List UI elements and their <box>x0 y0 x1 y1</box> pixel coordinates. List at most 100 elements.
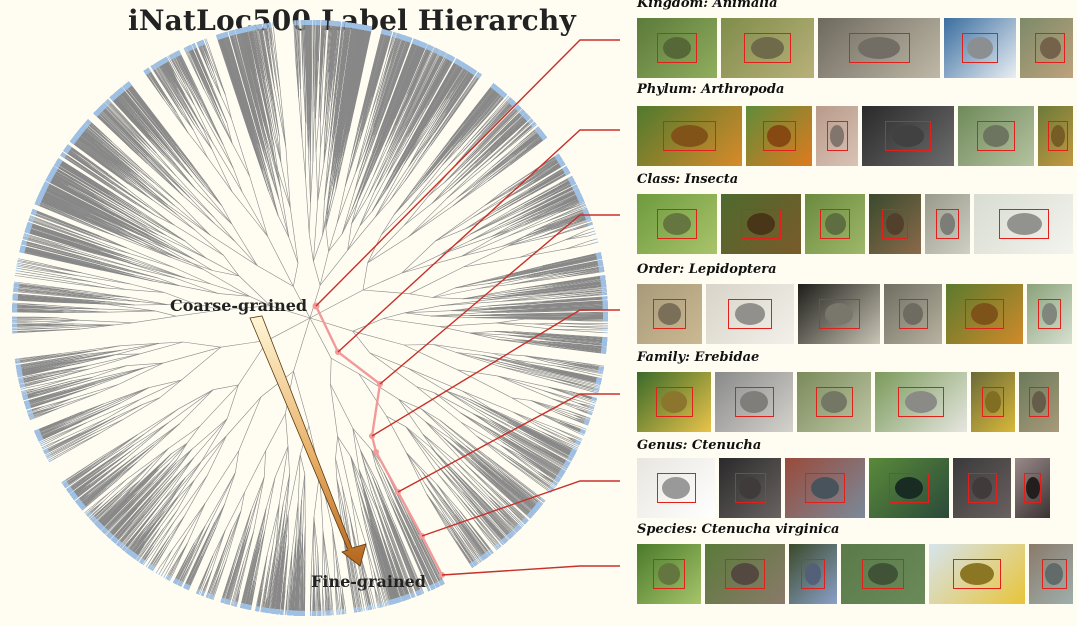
bounding-box <box>826 121 848 151</box>
bounding-box <box>885 121 931 151</box>
subject-shape <box>821 391 847 413</box>
bounding-box <box>657 33 697 63</box>
row-label: Order: Lepidoptera <box>637 262 777 277</box>
subject-shape <box>804 563 822 585</box>
bounding-box <box>898 299 928 329</box>
bounding-box <box>801 559 825 589</box>
example-image <box>971 372 1015 432</box>
subject-shape <box>734 303 766 325</box>
bounding-box <box>820 209 850 239</box>
bounding-box <box>848 33 910 63</box>
image-strip <box>637 106 1073 166</box>
subject-shape <box>829 125 845 147</box>
example-image <box>637 458 715 518</box>
bounding-box <box>1038 299 1061 329</box>
bounding-box <box>1041 559 1067 589</box>
subject-shape <box>663 37 691 59</box>
example-image <box>1019 372 1059 432</box>
example-image <box>869 458 949 518</box>
bounding-box <box>653 299 686 329</box>
bounding-box <box>936 209 959 239</box>
bounding-box <box>967 473 997 503</box>
path-node <box>373 449 379 455</box>
image-strip <box>637 284 1073 344</box>
bounding-box <box>1035 33 1065 63</box>
subject-shape <box>739 477 761 499</box>
subject-shape <box>671 125 708 147</box>
example-image <box>1020 18 1073 78</box>
example-image <box>789 544 837 604</box>
bounding-box <box>1048 121 1068 151</box>
example-image <box>869 194 921 254</box>
subject-shape <box>891 125 925 147</box>
subject-shape <box>982 125 1010 147</box>
bounding-box <box>744 33 791 63</box>
bounding-box <box>656 473 696 503</box>
row-label: Kingdom: Animalia <box>637 0 778 11</box>
subject-shape <box>767 125 791 147</box>
bounding-box <box>953 559 1001 589</box>
example-image <box>798 284 880 344</box>
subject-shape <box>751 37 784 59</box>
bounding-box <box>728 299 772 329</box>
example-image <box>841 544 925 604</box>
subject-shape <box>985 391 1001 413</box>
example-image <box>1027 284 1072 344</box>
image-strip <box>637 18 1073 78</box>
subject-shape <box>967 37 993 59</box>
example-image <box>706 284 794 344</box>
subject-shape <box>857 37 901 59</box>
subject-shape <box>971 303 998 325</box>
bounding-box <box>741 209 781 239</box>
subject-shape <box>658 303 681 325</box>
subject-shape <box>1032 391 1046 413</box>
subject-shape <box>971 477 993 499</box>
bounding-box <box>962 33 998 63</box>
coarse-to-fine-arrow <box>249 315 367 567</box>
example-image <box>958 106 1034 166</box>
bounding-box <box>982 387 1004 417</box>
example-image <box>637 194 717 254</box>
bounding-box <box>965 299 1004 329</box>
subject-shape <box>811 477 839 499</box>
bounding-box <box>725 559 765 589</box>
subject-shape <box>868 563 898 585</box>
example-image <box>929 544 1025 604</box>
subject-shape <box>731 563 759 585</box>
bounding-box <box>977 121 1015 151</box>
tree-leaves <box>11 19 609 617</box>
bounding-box <box>653 559 685 589</box>
example-image <box>715 372 793 432</box>
row-label: Phylum: Arthropoda <box>637 82 785 97</box>
example-image <box>1029 544 1073 604</box>
bounding-box <box>805 473 845 503</box>
example-image <box>705 544 785 604</box>
example-image <box>637 284 702 344</box>
bounding-box <box>898 387 944 417</box>
image-strip <box>637 458 1073 518</box>
bounding-box <box>734 473 766 503</box>
example-image <box>637 106 742 166</box>
example-image <box>953 458 1011 518</box>
example-image <box>805 194 865 254</box>
row-label: Family: Erebidae <box>637 350 760 365</box>
image-strip <box>637 544 1073 604</box>
subject-shape <box>939 213 956 235</box>
example-image <box>884 284 942 344</box>
image-strip <box>637 372 1073 432</box>
subject-shape <box>1039 37 1061 59</box>
example-image <box>637 544 701 604</box>
subject-shape <box>1051 125 1065 147</box>
example-image <box>721 194 801 254</box>
subject-shape <box>747 213 775 235</box>
example-image <box>637 372 711 432</box>
subject-shape <box>661 391 687 413</box>
subject-shape <box>1045 563 1063 585</box>
bounding-box <box>999 209 1049 239</box>
subject-shape <box>1041 303 1058 325</box>
example-image <box>818 18 940 78</box>
example-image <box>946 284 1023 344</box>
subject-shape <box>657 563 681 585</box>
subject-shape <box>885 213 905 235</box>
